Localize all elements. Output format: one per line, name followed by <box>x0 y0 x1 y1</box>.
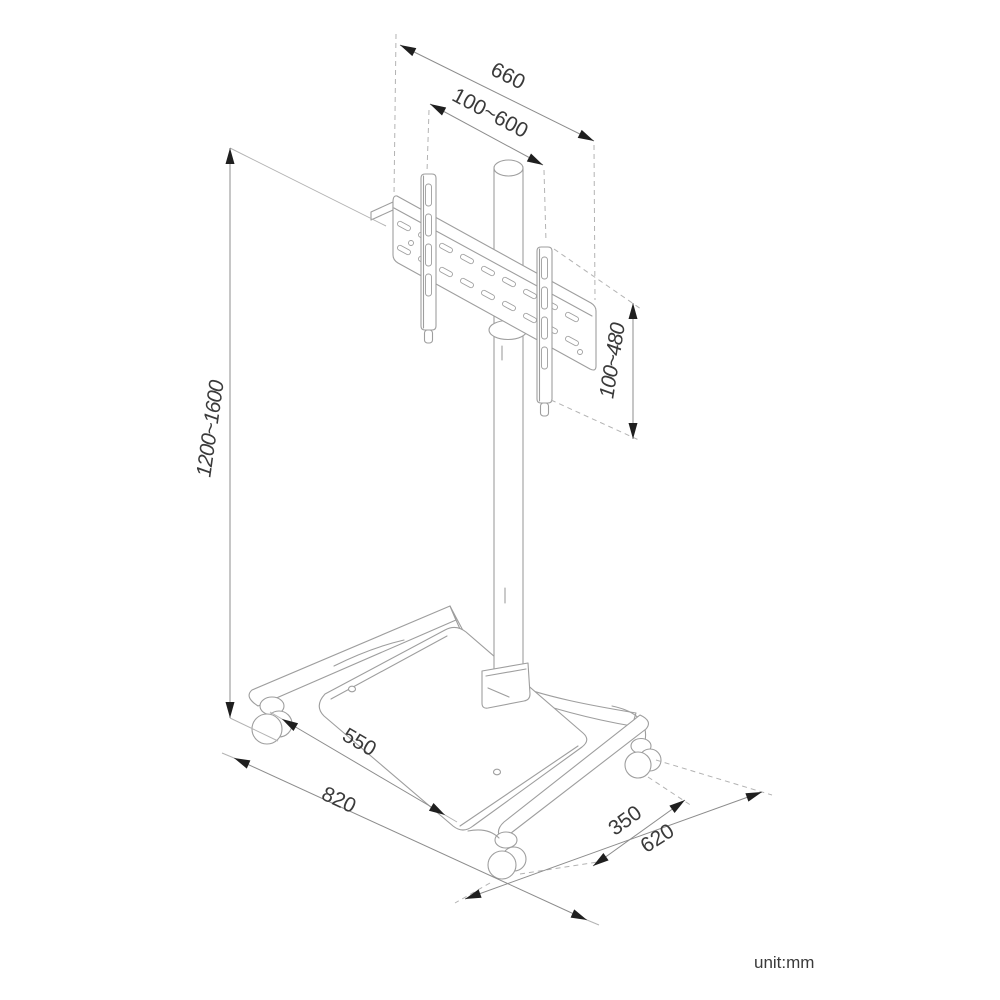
vesa-slot <box>460 277 474 289</box>
pole <box>493 159 524 693</box>
extension-line <box>269 711 283 720</box>
vesa-slot <box>397 220 411 232</box>
dim-arrow-icon <box>225 702 235 718</box>
upright-slot <box>425 273 432 297</box>
dim-line <box>464 791 763 900</box>
dim-arrow-icon <box>669 800 685 813</box>
vesa-slot <box>565 311 579 323</box>
extension-line <box>426 109 430 173</box>
vesa-slot <box>439 266 453 278</box>
upright-slot <box>541 316 548 340</box>
pole-clamp <box>481 662 531 709</box>
dim-line <box>233 757 588 921</box>
pole-top-cap <box>493 159 524 177</box>
extension-line <box>444 814 458 823</box>
clamp-detail-line <box>487 687 510 698</box>
dim-line <box>281 718 446 816</box>
dim-arrow-icon <box>465 889 482 899</box>
vesa-rail <box>370 195 597 371</box>
dim-arrow-icon <box>282 719 299 731</box>
dim-label-vesa-height: 100~480 <box>595 321 630 400</box>
caster-front-right <box>487 831 527 880</box>
dim-arrow-icon <box>400 45 417 57</box>
front-right-flare-edge <box>467 829 500 839</box>
extension-line <box>519 860 605 875</box>
upright-slot <box>425 213 432 237</box>
shelf-glass-thickness <box>459 745 579 827</box>
vesa-slot <box>565 335 579 347</box>
rail-top-flange <box>370 201 394 221</box>
vesa-slot <box>523 288 537 300</box>
rail-hole <box>408 240 414 246</box>
upright-slot <box>541 256 548 280</box>
pole-body <box>494 168 523 692</box>
dim-label-wheelbase: 350 <box>604 801 646 840</box>
caster-wheel <box>624 751 652 779</box>
dim-label-height-range: 1200~1600 <box>192 378 228 478</box>
clamp-detail-line <box>485 668 527 677</box>
dim-vesa-width-100-600: 100~600 <box>426 84 547 243</box>
dim-arrow-icon <box>577 129 594 141</box>
dim-line <box>429 103 544 166</box>
front-left-flare-edge <box>333 639 405 667</box>
dim-arrow-icon <box>428 803 445 815</box>
dim-arrow-icon <box>593 853 609 866</box>
upright-bottom-tab <box>539 402 550 417</box>
dim-arrow-icon <box>234 758 251 769</box>
extension-line <box>543 169 547 243</box>
vesa-slot <box>481 265 495 277</box>
extension-line <box>550 399 642 442</box>
extension-line <box>454 882 491 904</box>
upright-slot <box>425 243 432 267</box>
left-rail-tube <box>248 605 457 707</box>
extension-line <box>647 776 693 807</box>
extension-line <box>655 759 773 796</box>
rail-hole <box>577 349 583 355</box>
upright-bottom-tab <box>423 329 434 344</box>
caster-rear-right <box>624 737 662 779</box>
dim-arrow-icon <box>526 153 543 165</box>
caster-wheel <box>251 713 283 745</box>
extension-line <box>393 33 397 197</box>
bracket-upright-left <box>420 173 437 344</box>
vesa-slot <box>523 312 537 324</box>
reference-line <box>229 147 387 227</box>
dim-line <box>592 799 686 867</box>
caster-fork <box>494 831 518 849</box>
shelf-screw-hole <box>492 768 502 776</box>
dim-arrow-icon <box>628 303 638 319</box>
extension-line <box>593 144 596 301</box>
dim-label-base-depth: 620 <box>637 819 679 857</box>
dim-arrow-icon <box>570 909 587 920</box>
vesa-slot <box>397 244 411 256</box>
upright-slot <box>541 286 548 310</box>
bracket-upright-right <box>536 246 553 417</box>
vesa-slot <box>439 242 453 254</box>
dim-label-rail-width: 660 <box>487 58 529 94</box>
caster-wheel <box>487 850 517 880</box>
upright-slot <box>425 183 432 207</box>
unit-label: unit:mm <box>754 953 814 972</box>
vesa-slot <box>502 276 516 288</box>
dim-arrow-icon <box>745 792 762 802</box>
reference-line <box>229 717 279 742</box>
extension-line <box>221 752 235 759</box>
shelf-plate <box>318 626 588 831</box>
upright-slot <box>541 346 548 370</box>
rail-slots-row-lower <box>397 244 579 347</box>
vesa-slot <box>502 300 516 312</box>
dim-line <box>399 44 595 142</box>
vesa-slot <box>460 253 474 265</box>
caster-front-left <box>251 696 293 745</box>
glass-shelf <box>318 626 588 839</box>
dim-arrow-icon <box>628 423 638 439</box>
dim-arrow-icon <box>225 148 235 164</box>
shelf-screw-hole <box>347 685 357 693</box>
dim-arrow-icon <box>430 104 447 116</box>
vesa-slot <box>481 289 495 301</box>
extension-line <box>586 919 600 926</box>
